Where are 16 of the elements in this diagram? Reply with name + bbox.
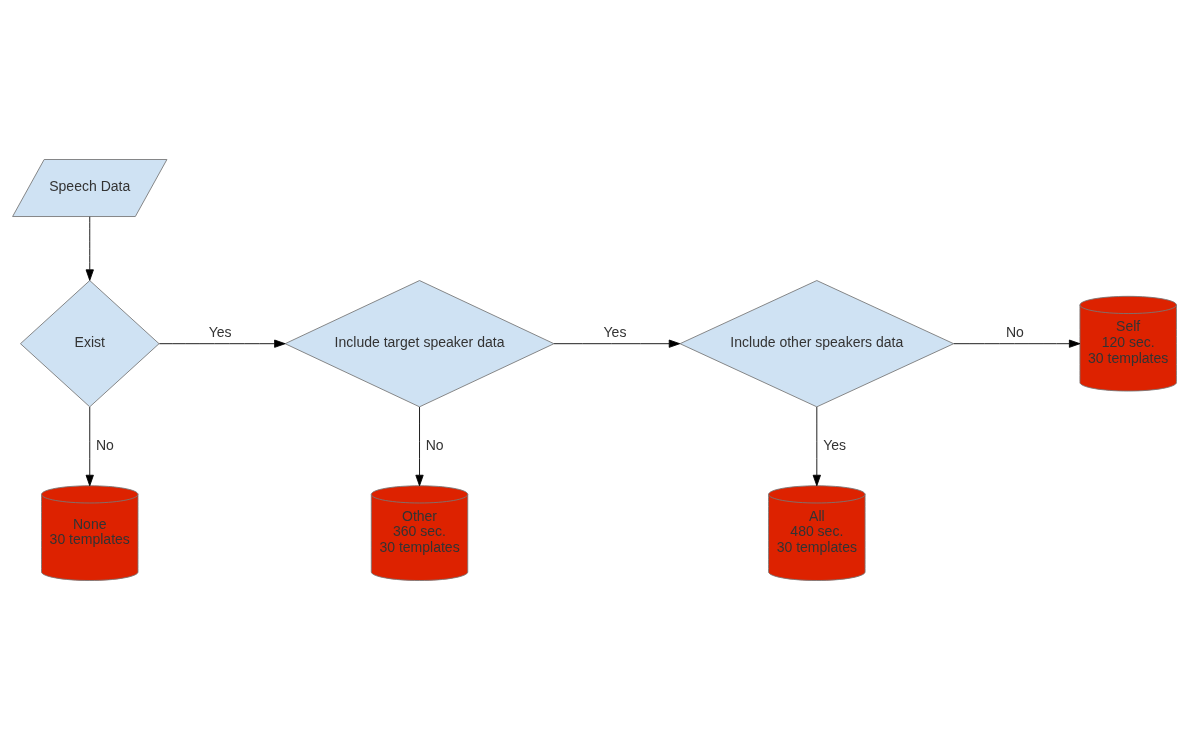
edge-label: No [1005,323,1024,340]
arrow [415,406,424,487]
edge-label: No [425,436,444,453]
arrow [553,339,681,348]
edge-label: Yes [823,436,847,453]
node-diamond: Include other speakers data [679,280,955,408]
arrow [812,406,821,487]
node-diamond: Exist [20,280,160,408]
edge-label: Yes [208,323,232,340]
arrow [85,406,94,487]
arrow [953,339,1081,348]
node-diamond: Include target speaker data [284,280,555,408]
edge-label: No [95,436,114,453]
arrow [158,339,286,348]
edge-label: Yes [603,323,627,340]
arrow [85,216,94,281]
